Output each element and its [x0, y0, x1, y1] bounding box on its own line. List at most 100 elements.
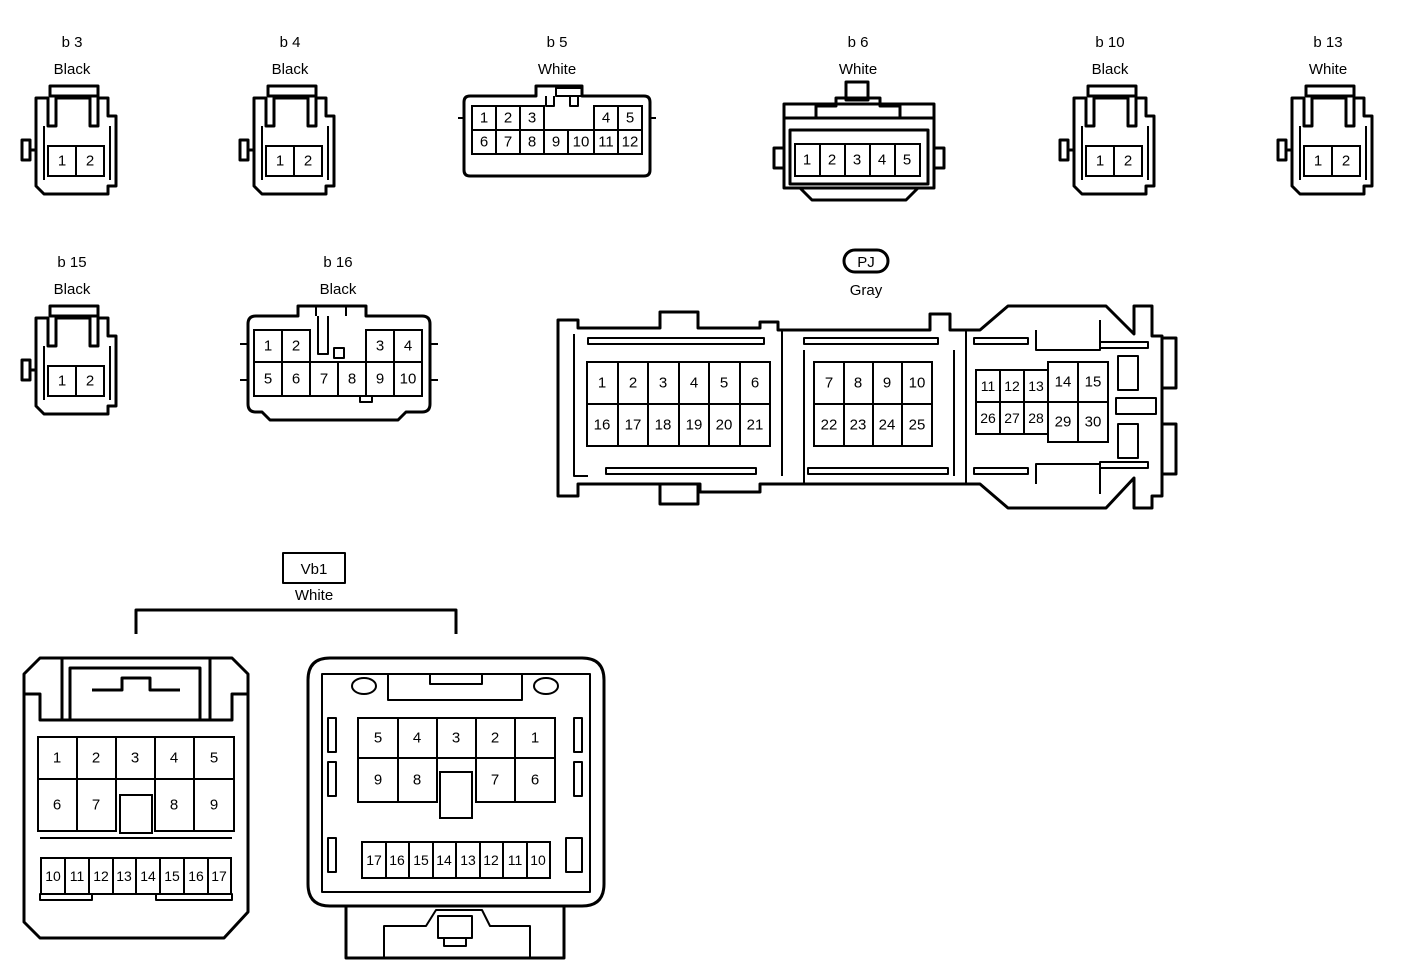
pin-cell — [40, 857, 66, 895]
pin-number: 9 — [376, 371, 384, 388]
pin-cell — [495, 129, 521, 155]
pin-number: 12 — [622, 134, 639, 151]
connector-b16-code: b 16 — [323, 254, 352, 271]
pin-cell — [647, 403, 680, 447]
connector-vb1-right-housing — [306, 656, 606, 960]
pin-number: 8 — [528, 134, 536, 151]
pin-number: 2 — [1124, 153, 1132, 170]
pin-cell — [1023, 401, 1049, 435]
connector-b3-housing — [20, 84, 118, 196]
pin-number: 17 — [211, 868, 227, 884]
pin-number: 3 — [376, 338, 384, 355]
connector-pj-color: Gray — [850, 282, 883, 299]
pin-cell — [436, 717, 477, 759]
pin-number: 6 — [751, 375, 759, 392]
pin-number: 1 — [264, 338, 272, 355]
pin-number: 2 — [1342, 153, 1350, 170]
pin-cell — [678, 361, 710, 405]
pin-cell — [617, 129, 643, 155]
pin-cell — [37, 778, 78, 832]
pin-number: 20 — [716, 417, 733, 434]
connector-vb1-color: White — [295, 587, 333, 604]
pin-number: 23 — [850, 417, 867, 434]
pin-cell — [397, 757, 438, 803]
pin-number: 2 — [304, 153, 312, 170]
pin-cell — [64, 857, 90, 895]
pin-number: 19 — [686, 417, 703, 434]
connector-b15-code: b 15 — [57, 254, 86, 271]
pin-number: 15 — [164, 868, 180, 884]
pin-number: 4 — [404, 338, 412, 355]
pin-cell — [844, 143, 871, 177]
connector-b3: b 3 Black 1 2 — [20, 34, 118, 196]
pin-cell — [154, 736, 195, 780]
pin-number: 26 — [980, 410, 996, 426]
pin-number: 8 — [413, 772, 421, 789]
pin-cell — [207, 857, 232, 895]
pin-cell — [843, 361, 874, 405]
pin-number: 1 — [480, 110, 488, 127]
pin-number: 5 — [264, 371, 272, 388]
pin-cell-empty — [439, 771, 473, 819]
pin-number: 10 — [573, 134, 590, 151]
pin-cell — [617, 403, 649, 447]
pin-number: 2 — [86, 373, 94, 390]
pin-number: 12 — [93, 868, 109, 884]
pin-cell — [1077, 401, 1109, 443]
pin-cell — [265, 145, 295, 177]
connector-b4-code: b 4 — [280, 34, 301, 51]
pin-number: 10 — [909, 375, 926, 392]
connector-b10-code: b 10 — [1095, 34, 1124, 51]
connector-b6-housing — [772, 80, 946, 202]
pin-number: 9 — [374, 772, 382, 789]
pin-number: 10 — [45, 868, 61, 884]
pin-number: 24 — [879, 417, 896, 434]
pin-cell — [514, 717, 556, 759]
connector-b3-pins: 1 2 — [47, 145, 105, 177]
connector-b3-color: Black — [54, 61, 91, 78]
pin-number: 1 — [803, 152, 811, 169]
pin-number: 2 — [92, 750, 100, 767]
connector-pj-pins: 1 2 3 4 5 6 16 17 18 19 20 21 7 — [586, 361, 1109, 447]
pin-cell — [408, 841, 434, 879]
pin-number: 3 — [659, 375, 667, 392]
connector-b6-color: White — [839, 61, 877, 78]
pin-cell-empty — [119, 794, 153, 834]
connector-b16: b 16 Black 1 2 3 4 5 6 7 8 — [240, 254, 438, 422]
pin-cell — [519, 105, 545, 131]
pin-number: 16 — [188, 868, 204, 884]
connector-b15-housing — [20, 304, 118, 416]
connector-vb1-code: Vb1 — [301, 561, 328, 578]
pin-cell — [1331, 145, 1361, 177]
pin-number: 30 — [1085, 414, 1102, 431]
pin-number: 4 — [413, 730, 421, 747]
pin-number: 2 — [504, 110, 512, 127]
connector-b15-pins: 1 2 — [47, 365, 105, 397]
pin-number: 28 — [1028, 410, 1044, 426]
pin-number: 12 — [483, 852, 499, 868]
pin-cell — [281, 361, 311, 397]
connector-b4-color: Black — [272, 61, 309, 78]
pin-number: 5 — [626, 110, 634, 127]
pin-cell — [872, 361, 903, 405]
pin-cell — [393, 329, 423, 363]
connector-b13-pins: 1 2 — [1303, 145, 1361, 177]
pin-number: 5 — [903, 152, 911, 169]
pin-number: 7 — [825, 375, 833, 392]
pin-number: 1 — [53, 750, 61, 767]
pin-cell — [678, 403, 710, 447]
pin-cell — [1047, 401, 1079, 443]
pin-number: 2 — [828, 152, 836, 169]
pin-number: 18 — [655, 417, 672, 434]
pin-cell — [586, 403, 619, 447]
connector-b10-color: Black — [1092, 61, 1129, 78]
pin-number: 7 — [504, 134, 512, 151]
pin-number: 9 — [552, 134, 560, 151]
pin-number: 5 — [374, 730, 382, 747]
pin-number: 14 — [1055, 374, 1072, 391]
pin-number: 1 — [1096, 153, 1104, 170]
pin-number: 17 — [366, 852, 382, 868]
pin-number: 6 — [480, 134, 488, 151]
pin-cell — [894, 143, 921, 177]
pin-number: 25 — [909, 417, 926, 434]
